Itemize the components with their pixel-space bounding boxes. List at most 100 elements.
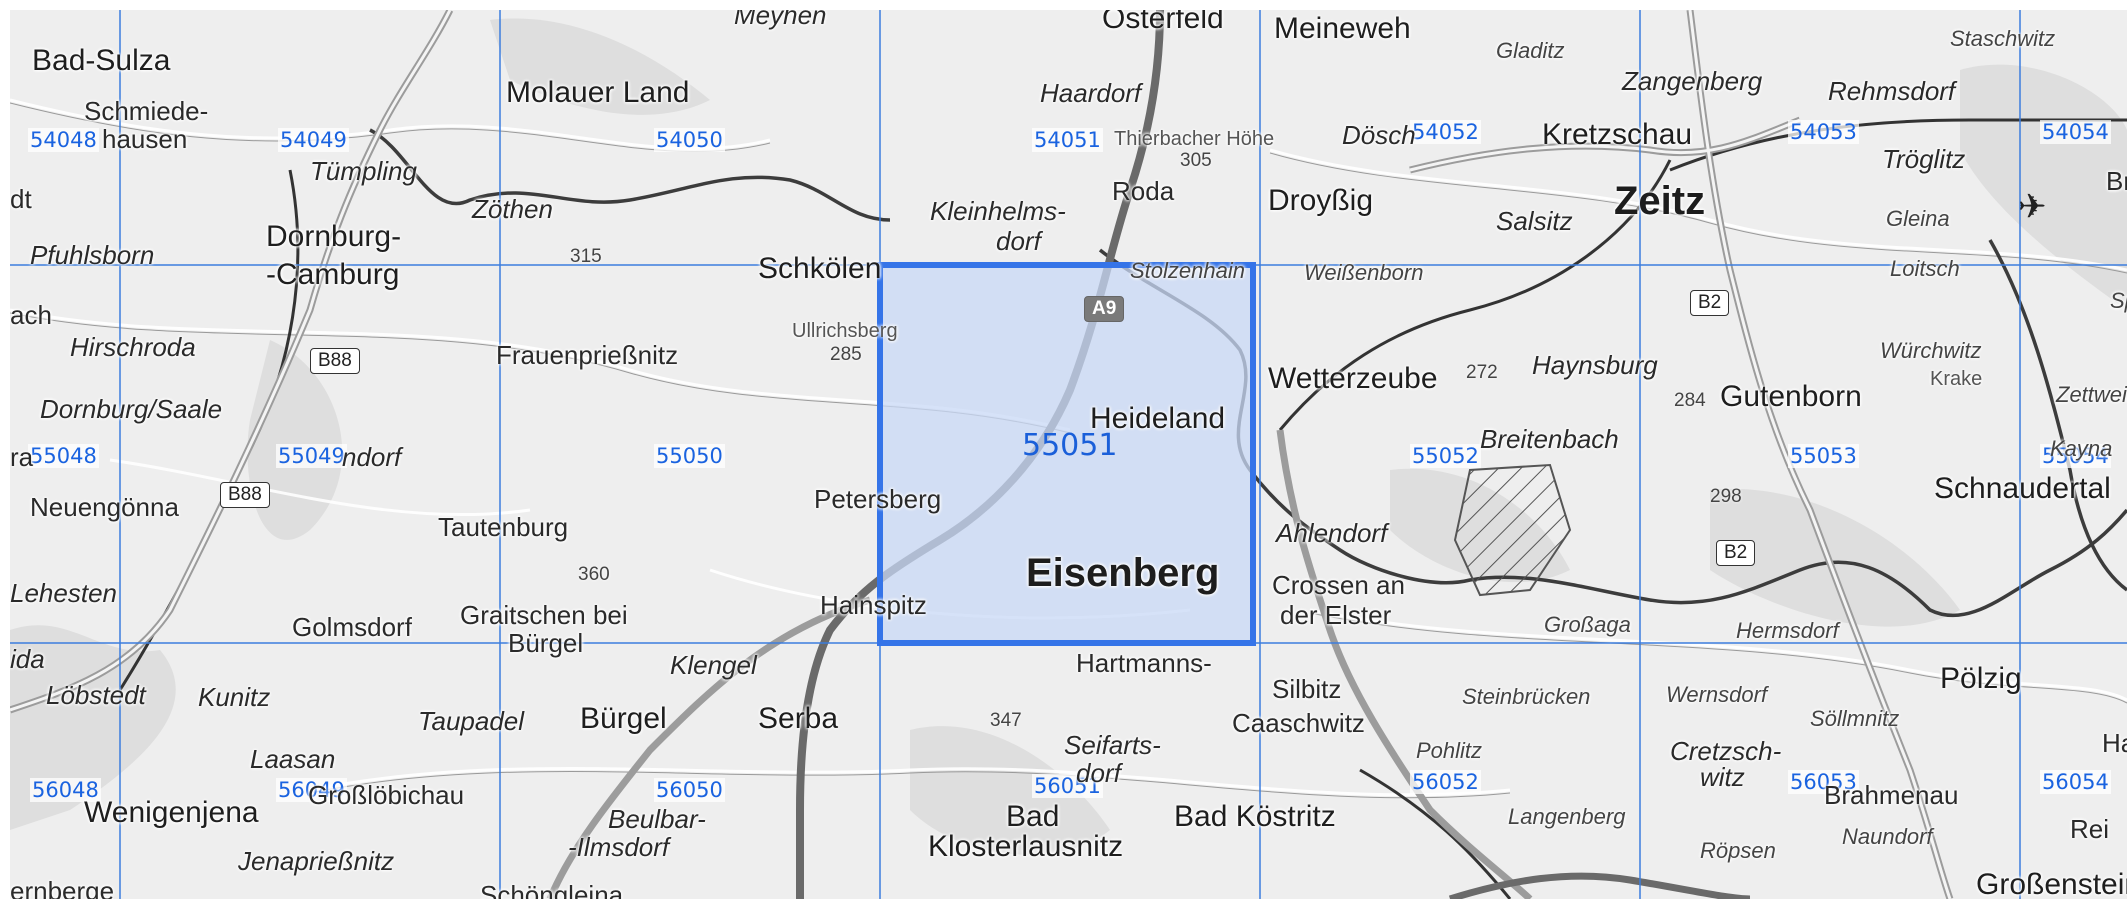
place-label: Zettweil (2056, 382, 2127, 407)
place-label: Löbstedt (46, 680, 146, 710)
grid-cell-label[interactable]: 56053 (1788, 770, 1859, 794)
selected-cell-highlight[interactable] (877, 262, 1256, 646)
place-label: witz (1700, 762, 1745, 792)
elevation-label: 298 (1710, 486, 1742, 507)
grid-cell-label[interactable]: 55049 (276, 444, 347, 468)
grid-cell-label[interactable]: 56054 (2040, 770, 2111, 794)
place-label: Gladitz (1496, 38, 1565, 63)
place-label: Bro (2106, 166, 2127, 196)
elevation-label: 315 (570, 246, 602, 267)
place-label: Großaga (1544, 612, 1631, 637)
place-label: Gleina (1886, 206, 1950, 231)
elevation-label: 347 (990, 710, 1022, 731)
grid-cell-label[interactable]: 55048 (28, 444, 99, 468)
place-label: ndorf (342, 442, 402, 472)
airport-icon: ✈ (2018, 188, 2047, 226)
place-label: Kayna (2050, 436, 2113, 461)
grid-cell-label[interactable]: 54051 (1032, 128, 1103, 152)
place-label: Pfuhlsborn (30, 240, 155, 270)
place-label: der Elster (1280, 600, 1392, 630)
place-label: Jenaprießnitz (238, 846, 395, 876)
place-label: ida (10, 644, 45, 674)
grid-cell-label[interactable]: 56048 (30, 778, 101, 802)
road-shield: B88 (220, 482, 270, 508)
place-label: Kleinhelms- (930, 196, 1066, 226)
place-label: Loitsch (1890, 256, 1960, 281)
motorway-shield: A9 (1084, 296, 1125, 322)
place-label: Brahmenau (1824, 780, 1959, 810)
place-label: Pohlitz (1416, 738, 1483, 763)
place-label: Lehesten (10, 578, 117, 608)
place-label: Haardorf (1040, 78, 1142, 108)
map-viewport[interactable]: 54048 54049 54050 54051 54052 54053 54054 55048… (10, 10, 2127, 899)
place-label: Wernsdorf (1666, 682, 1768, 707)
place-label: Steinbrücken (1462, 684, 1591, 709)
place-label: Gutenborn (1720, 380, 1862, 413)
place-label: Rehmsdorf (1828, 76, 1956, 106)
place-label: Schöngleina (480, 880, 624, 899)
place-label: Wetterzeube (1268, 362, 1438, 395)
place-label: Hainspitz (820, 590, 927, 620)
place-label: Meineweh (1274, 12, 1411, 45)
place-label: ernberge (10, 876, 115, 899)
grid-cell-label[interactable]: 56051 (1032, 774, 1103, 798)
grid-cell-label[interactable]: 54050 (654, 128, 725, 152)
grid-cell-label[interactable]: 56052 (1410, 770, 1481, 794)
place-label: Würchwitz (1880, 338, 1982, 363)
grid-cell-label[interactable]: 55052 (1410, 444, 1481, 468)
place-label: Ha (2102, 728, 2127, 758)
place-label: ach (10, 300, 52, 330)
place-label: Heideland (1090, 402, 1226, 435)
place-label: Wenigenjena (84, 796, 259, 829)
place-label: Langenberg (1508, 804, 1626, 829)
grid-cell-label[interactable]: 54048 (28, 128, 99, 152)
place-label: dorf (1076, 758, 1121, 788)
grid-cell-label[interactable]: 54052 (1410, 120, 1481, 144)
place-label: Schkölen (758, 252, 882, 285)
place-label: Droyßig (1268, 184, 1374, 217)
grid-cell-label[interactable]: 55053 (1788, 444, 1859, 468)
grid-cell-label-selected[interactable]: 55051 (1022, 428, 1118, 463)
place-label: Caaschwitz (1232, 708, 1365, 738)
place-label: Hartmanns- (1076, 648, 1212, 678)
grid-cell-label[interactable]: 54053 (1788, 120, 1859, 144)
elevation-label: 284 (1674, 390, 1706, 411)
place-label: Großlöbichau (308, 780, 465, 810)
place-label: Zöthen (472, 194, 553, 224)
place-label: Kunitz (198, 682, 271, 712)
place-label: Meyhen (734, 10, 827, 30)
place-label: Dornburg- (266, 220, 402, 253)
place-label: Zeitz (1614, 179, 1706, 223)
grid-cell-label[interactable]: 56049 (276, 778, 347, 802)
elevation-label: 272 (1466, 362, 1498, 383)
place-label: Weißenborn (1304, 260, 1424, 285)
place-label: Ahlendorf (1276, 518, 1388, 548)
grid-cell-label[interactable]: 55054 (2040, 444, 2111, 468)
place-label: Osterfeld (1102, 10, 1224, 35)
place-label: Naundorf (1842, 824, 1933, 849)
road-shield: B2 (1716, 540, 1756, 566)
place-label: Salsitz (1496, 206, 1573, 236)
place-label: -Camburg (266, 258, 400, 291)
place-label: Schmiede- (84, 96, 209, 126)
place-label: Breitenbach (1480, 424, 1619, 454)
place-label: Bad (1006, 800, 1060, 833)
place-label: Bad Köstritz (1174, 800, 1336, 833)
place-label: Klengel (670, 650, 757, 680)
place-label: ra (10, 442, 34, 472)
place-label: dt (10, 184, 32, 214)
place-label: Tautenburg (438, 512, 569, 542)
place-label: Seifarts- (1064, 730, 1161, 760)
place-label: Tröglitz (1882, 144, 1966, 174)
place-label: Dornburg/Saale (40, 394, 223, 424)
place-label: Krake (1930, 368, 1983, 390)
grid-cell-label[interactable]: 54054 (2040, 120, 2111, 144)
place-label: Haynsburg (1532, 350, 1658, 380)
map-base-layer (10, 10, 2127, 899)
place-label: Röpsen (1700, 838, 1776, 863)
grid-cell-label[interactable]: 55050 (654, 444, 725, 468)
place-label: Schnaudertal (1934, 472, 2111, 505)
grid-cell-label[interactable]: 54049 (278, 128, 349, 152)
place-label: hausen (102, 124, 188, 154)
grid-cell-label[interactable]: 56050 (654, 778, 725, 802)
